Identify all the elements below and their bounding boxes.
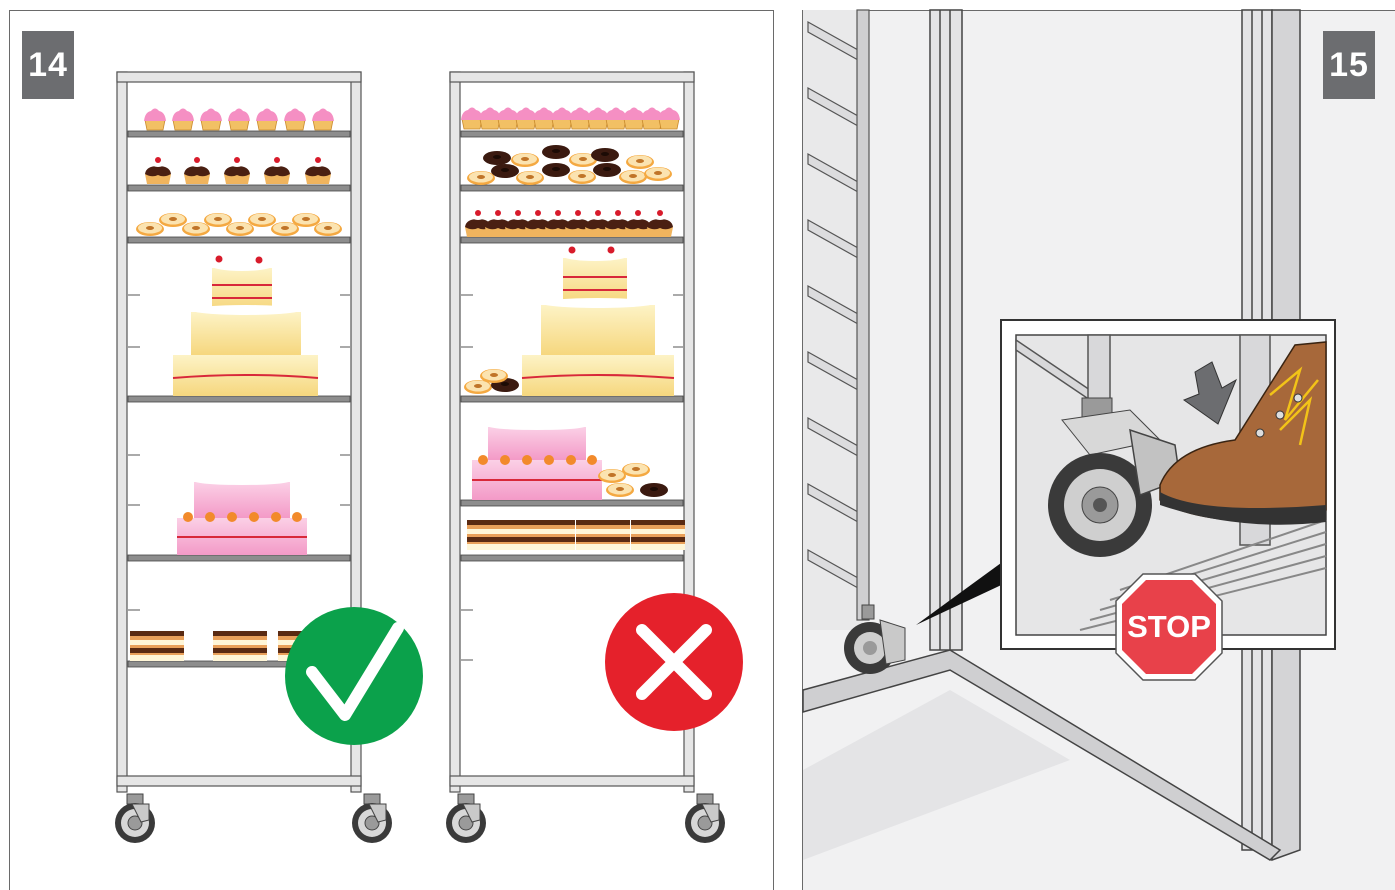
step-number-14: 14 [22, 31, 74, 99]
check-mark-icon [285, 607, 423, 745]
cross-mark-icon [605, 593, 743, 731]
stop-sign-label: STOP [1120, 609, 1218, 645]
step-number-15: 15 [1323, 31, 1375, 99]
